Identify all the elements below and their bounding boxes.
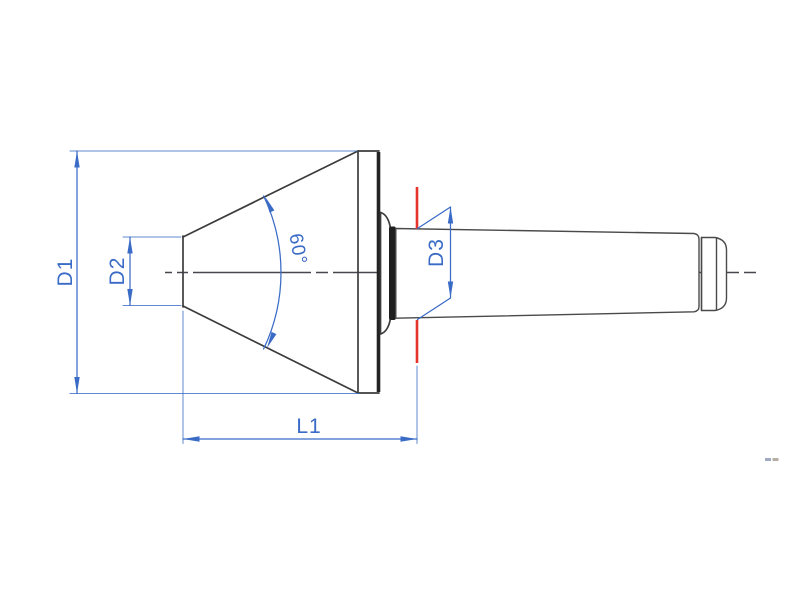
dimension-l1: L1	[182, 310, 418, 444]
cone-body	[182, 150, 381, 394]
dimension-d3: D3	[416, 206, 454, 321]
dimension-d1-label: D1	[54, 258, 77, 287]
flange-collar	[379, 211, 396, 335]
dimension-d2-label: D2	[106, 257, 129, 286]
shank-taper	[395, 227, 700, 319]
d2-arrow-top	[127, 237, 133, 254]
dimension-l1-label: L1	[296, 415, 321, 438]
flange-shadow-band	[389, 226, 396, 320]
dimension-d3-label: D3	[425, 238, 448, 267]
l1-arrow-right	[400, 436, 417, 442]
dimension-d1: D1	[54, 150, 360, 395]
d1-arrow-top	[74, 151, 80, 168]
d1-arrow-bottom	[74, 377, 80, 394]
d3-arrow-top	[447, 207, 454, 224]
dimension-d2: D2	[106, 236, 182, 307]
l1-arrow-left	[183, 436, 200, 442]
artifact-dashes	[765, 458, 779, 461]
dimension-angle-label: 60°	[284, 232, 310, 267]
tang-pilot	[700, 236, 728, 312]
d2-arrow-bottom	[127, 289, 133, 306]
